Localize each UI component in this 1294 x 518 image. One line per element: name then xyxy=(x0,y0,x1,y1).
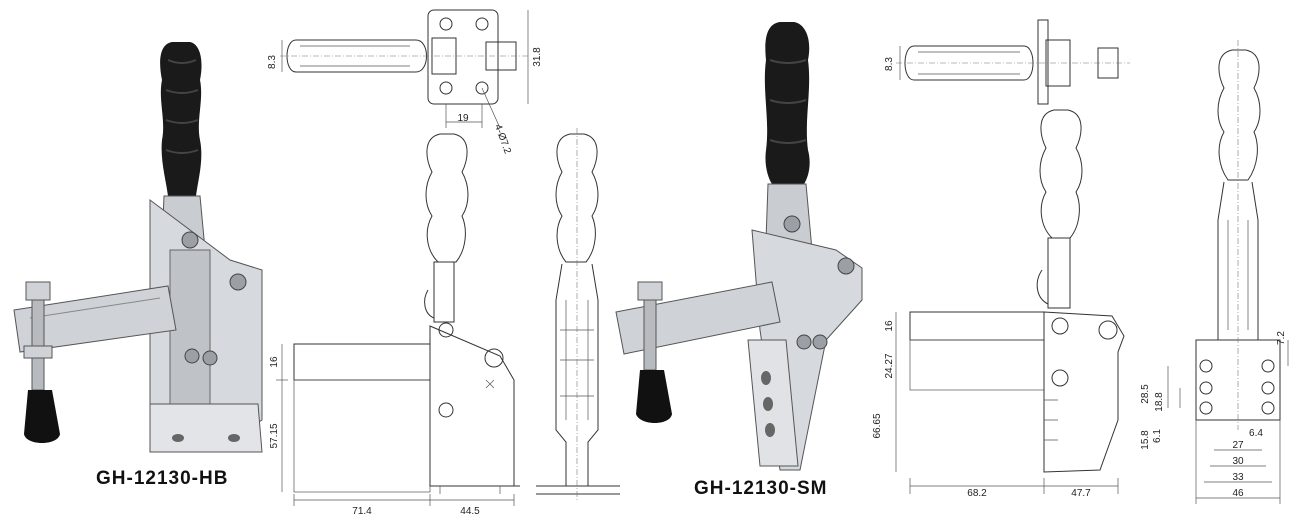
front-view-drawing-hb xyxy=(536,128,620,500)
dim-height-hb: 57.15 xyxy=(269,423,280,448)
dim-upper-height-sm: 24.27 xyxy=(884,353,895,378)
product-photo-sm xyxy=(615,22,863,471)
dim-pivot-offset-hb: 16 xyxy=(269,356,280,368)
dim-base-length-hb: 44.5 xyxy=(460,506,480,517)
dim-width-2-sm: 30 xyxy=(1232,456,1244,467)
side-view-drawing-hb xyxy=(276,133,520,506)
top-view-drawing-sm xyxy=(896,19,1130,105)
dim-width-1-sm: 27 xyxy=(1232,440,1244,451)
front-view-drawing-sm xyxy=(1167,40,1289,504)
dim-hole-spacing-hb: 19 xyxy=(457,113,469,124)
dim-hole-pitch-1-sm: 28.5 xyxy=(1140,384,1151,404)
dim-width-3-sm: 33 xyxy=(1232,472,1244,483)
dim-slot-width-hb: 8.3 xyxy=(267,55,278,69)
dim-width-4-sm: 46 xyxy=(1232,488,1244,499)
model-label-hb: GH-12130-HB xyxy=(96,468,229,489)
dim-hole-pitch-4-sm: 6.1 xyxy=(1152,429,1163,443)
side-view-drawing-sm xyxy=(895,109,1125,494)
dim-slot-width-sm: 8.3 xyxy=(884,57,895,71)
dim-arm-length-hb: 71.4 xyxy=(352,506,372,517)
dim-hole-pitch-2-sm: 18.8 xyxy=(1154,392,1165,412)
top-view-drawing-hb xyxy=(280,9,530,129)
dim-arm-length-sm: 68.2 xyxy=(967,488,987,499)
dim-hole-dia-sm: 6.4 xyxy=(1249,428,1263,439)
dim-base-length-sm: 47.7 xyxy=(1071,488,1091,499)
dim-pivot-offset-sm: 16 xyxy=(884,320,895,332)
dim-hole-pitch-3-sm: 15.8 xyxy=(1140,430,1151,450)
dim-height-sm: 66.65 xyxy=(872,413,883,438)
product-photo-hb xyxy=(13,42,263,453)
model-label-sm: GH-12130-SM xyxy=(694,478,828,499)
dim-side-offset-sm: 7.2 xyxy=(1276,331,1287,345)
dim-holes-hb: 4-Ø7.2 xyxy=(492,123,513,156)
dim-base-height-hb: 31.8 xyxy=(532,47,543,67)
